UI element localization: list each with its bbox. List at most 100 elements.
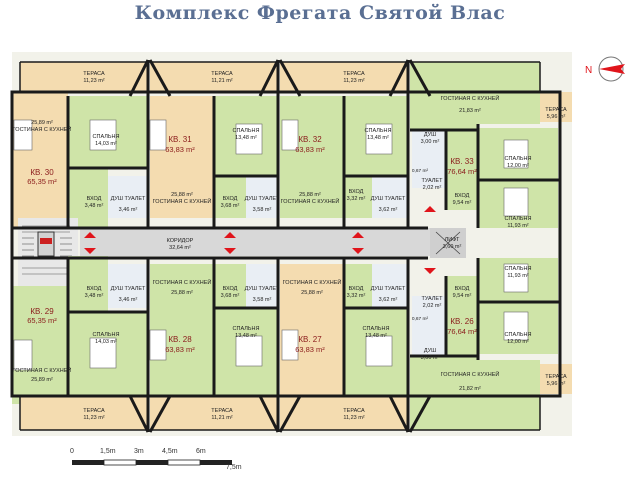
kv26-hall-name: ВХОД — [455, 286, 470, 292]
kv28-bed-name: СПАЛЬНЯ — [233, 326, 260, 332]
kv28-living-name: ГОСТИНАЯ С КУХНЕЙ — [153, 278, 212, 286]
kv32-wc — [372, 176, 408, 218]
kv32-living-area: 25,88 m² — [299, 192, 321, 198]
kv33-wc — [412, 158, 446, 188]
kv29-area: 65,35 m² — [27, 316, 57, 325]
kv27-area: 63,83 m² — [295, 345, 325, 354]
kv27-bed-name: СПАЛЬНЯ — [363, 326, 390, 332]
kv32-wc-area: 3,62 m² — [379, 207, 398, 213]
kv33-terrace — [540, 92, 572, 122]
compass-icon: N — [585, 56, 625, 82]
kv26-wc-name: ТУАЛЕТ — [422, 296, 444, 302]
kv28-hall-name: ВХОД — [223, 286, 238, 292]
kv26-living-name: ГОСТИНАЯ С КУХНЕЙ — [441, 370, 500, 378]
kv26-shower-area: 3,00 m² — [421, 355, 440, 361]
kv27-living-area: 25,88 m² — [301, 290, 323, 296]
kv33-name: КВ. 33 — [450, 157, 474, 166]
bot-terrace-3-name: ТЕРАСА — [343, 408, 365, 414]
kv29-living-name: ГОСТИНАЯ С КУХНЕЙ — [13, 366, 72, 374]
kv33-terrace-name: ТЕРАСА — [545, 107, 567, 113]
kv32-bed-name: СПАЛЬНЯ — [365, 128, 392, 134]
lift-area: 3,60 m² — [443, 244, 462, 250]
kv30-wc — [108, 176, 148, 218]
kv30-hall-area: 3,48 m² — [85, 203, 104, 209]
kv29-name: КВ. 29 — [30, 307, 54, 316]
page-title: Комплекс Фрегата Святой Влас — [134, 2, 506, 24]
bot-terrace-1-name: ТЕРАСА — [83, 408, 105, 414]
kv31-area: 63,83 m² — [165, 145, 195, 154]
kv33-terrace-area: 5,96 m² — [547, 114, 566, 120]
kv26-shower-name: ДУШ — [424, 348, 436, 354]
kv29-wc-name: ДУШ ТУАЛЕТ — [111, 286, 146, 292]
kv28-name: КВ. 28 — [168, 335, 192, 344]
kv26-terrace-area: 5,96 m² — [547, 381, 566, 387]
terrace-bottom-2 — [150, 396, 278, 430]
kv26-hall-area: 9,54 m² — [453, 293, 472, 299]
bot-terrace-2-name: ТЕРАСА — [211, 408, 233, 414]
kv26-shower — [412, 326, 446, 356]
kv26-living-area: 21,82 m² — [459, 386, 481, 392]
kv30-bed-area: 14,03 m² — [95, 141, 117, 147]
kv26-wc-area: 2,02 m² — [423, 303, 442, 309]
kv30-bed-name: СПАЛЬНЯ — [93, 134, 120, 140]
kv33-wc-area: 2,02 m² — [423, 185, 442, 191]
kv27-hall — [344, 264, 372, 308]
kv32-hall-area: 3,32 m² — [347, 196, 366, 202]
kv29-hall-area: 3,48 m² — [85, 293, 104, 299]
kv26-hall — [446, 276, 478, 356]
terrace-top-2 — [150, 62, 278, 92]
kv33-hall-area: 9,54 m² — [453, 200, 472, 206]
top-terrace-3-name: ТЕРАСА — [343, 71, 365, 77]
kv33-bed2-area: 11,93 m² — [507, 223, 528, 229]
kv27-wc — [372, 264, 408, 308]
kv28-hall — [214, 264, 246, 308]
kv30-wc-name: ДУШ ТУАЛЕТ — [111, 196, 146, 202]
kv30-living-area: 25,89 m² — [31, 120, 53, 126]
kv33-bed1-name: СПАЛЬНЯ — [505, 156, 532, 162]
kv29-hall-name: ВХОД — [87, 286, 102, 292]
scale-label-3: 4,5m — [162, 448, 178, 455]
bot-terrace-3-area: 11,23 m² — [343, 415, 364, 421]
kv29-bed-area: 14,03 m² — [95, 339, 117, 345]
lift-name: ЛИФТ — [445, 237, 460, 243]
kv32-area: 63,83 m² — [295, 145, 325, 154]
kv30-area: 65,35 m² — [27, 177, 57, 186]
kv33-hall — [446, 130, 478, 210]
kv31-hall-area: 3,68 m² — [221, 203, 240, 209]
kv28-living-area: 25,88 m² — [171, 290, 193, 296]
entrance-arrows — [84, 206, 436, 274]
kv29-hall — [68, 256, 108, 312]
kv30-living-zone — [12, 92, 68, 228]
kv27-name: КВ. 27 — [298, 335, 322, 344]
kv32-living-name: ГОСТИНАЯ С КУХНЕЙ — [281, 197, 340, 205]
kv32-bed-area: 13,48 m² — [367, 135, 389, 141]
compass-label: N — [585, 65, 592, 76]
kv26-bed1-name: СПАЛЬНЯ — [505, 332, 532, 338]
kv33-shower-area: 3,00 m² — [421, 139, 440, 145]
kv27-hall-name: ВХОД — [349, 286, 364, 292]
kv31-living-name: ГОСТИНАЯ С КУХНЕЙ — [153, 197, 212, 205]
angled-walls — [128, 59, 432, 433]
kv26-area: 76,64 m² — [447, 327, 477, 336]
walls — [10, 60, 562, 432]
terrace-top-1 — [20, 62, 148, 92]
kv31-hall — [214, 176, 246, 218]
top-terrace-1-area: 11,23 m² — [83, 78, 104, 84]
kv28-wc — [246, 264, 278, 308]
kv33-bed1-area: 12,00 m² — [507, 163, 529, 169]
kv33-small-area: 0,67 m² — [412, 168, 429, 174]
kv29-bed-name: СПАЛЬНЯ — [93, 332, 120, 338]
corridor-name: КОРИДОР — [167, 238, 194, 244]
kv30-wc-area: 3,46 m² — [119, 207, 138, 213]
kv33-shower-name: ДУШ — [424, 132, 436, 138]
kv26-name: КВ. 26 — [450, 317, 474, 326]
kv26-terrace-name: ТЕРАСА — [545, 374, 567, 380]
scale-bar: 0 1,5m 3m 4,5m 6m 7,5m — [70, 448, 290, 482]
bot-terrace-1-area: 11,23 m² — [83, 415, 104, 421]
kv31-living-zone — [150, 96, 214, 218]
kv30-name: КВ. 30 — [30, 168, 54, 177]
kv33-living — [410, 62, 540, 130]
kv28-wc-name: ДУШ ТУАЛЕТ — [245, 286, 280, 292]
kv31-wc-area: 3,58 m² — [253, 207, 272, 213]
